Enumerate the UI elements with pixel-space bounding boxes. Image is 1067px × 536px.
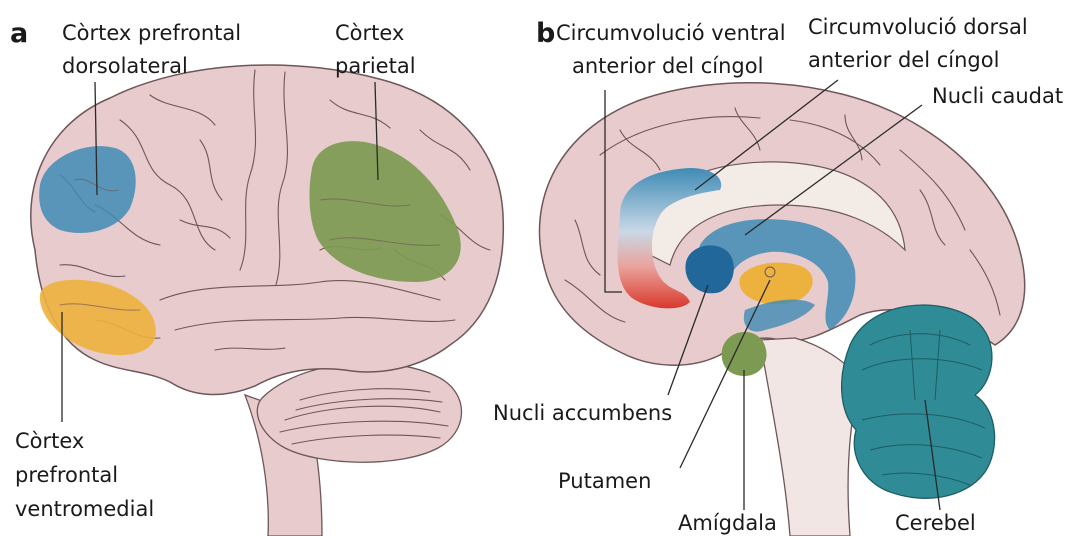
label-parietal-line1: Còrtex <box>335 21 404 45</box>
label-dlpfc-line1: Còrtex prefrontal <box>62 21 241 45</box>
label-vmpfc-line2: prefrontal <box>15 463 118 487</box>
label-parietal-line2: parietal <box>335 54 416 78</box>
label-vacc-line1: Circumvolució ventral <box>556 21 786 45</box>
label-dlpfc-line2: dorsolateral <box>62 54 188 78</box>
label-dacc-line1: Circumvolució dorsal <box>808 15 1028 39</box>
panel-b-medial-brain <box>539 83 1024 536</box>
label-amygdala: Amígdala <box>678 511 777 535</box>
label-caudate: Nucli caudat <box>932 84 1063 108</box>
label-accumbens: Nucli accumbens <box>493 401 672 425</box>
label-vmpfc-line3: ventromedial <box>15 497 154 521</box>
label-cerebellum: Cerebel <box>895 511 976 535</box>
label-vmpfc-line1: Còrtex <box>15 429 84 453</box>
region-putamen <box>739 263 812 305</box>
panel-a-letter: a <box>10 18 28 49</box>
region-amygdala <box>722 332 767 376</box>
panel-b-letter: b <box>536 18 555 49</box>
cerebellum-a <box>257 363 461 462</box>
label-vacc-line2: anterior del cíngol <box>572 54 763 78</box>
label-putamen: Putamen <box>558 469 651 493</box>
label-dacc-line2: anterior del cíngol <box>808 48 999 72</box>
